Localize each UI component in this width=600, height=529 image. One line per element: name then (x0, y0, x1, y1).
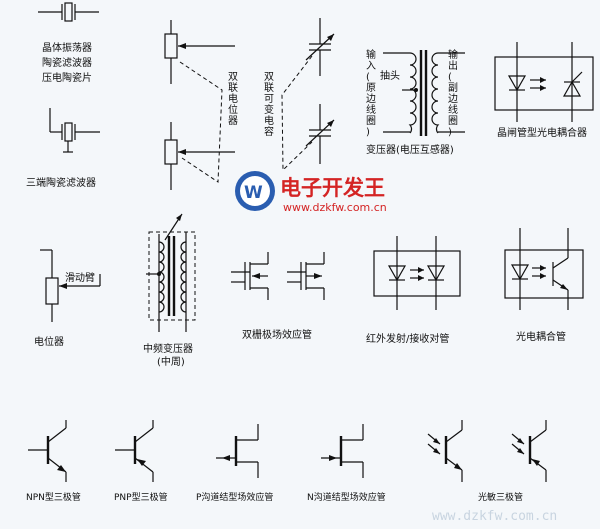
transformer-input-label: 输 入 ( 原 边 线 圈 ) (366, 48, 379, 138)
dual-gate-fet-symbol-1 (231, 252, 269, 300)
input-char-8: ) (366, 127, 370, 138)
input-char-6: 线 (366, 103, 376, 116)
dual-cap-char-4: 变 (264, 103, 274, 116)
dual-pot-char-4: 位 (228, 103, 238, 116)
p-jfet-symbol (216, 424, 259, 478)
thyristor-coupler-symbol (494, 42, 594, 122)
if-transformer-label-2: (中周) (157, 355, 185, 368)
if-transformer-label-1: 中频变压器 (143, 342, 193, 355)
phototransistor-label: 光敏三极管 (478, 491, 523, 503)
dual-pot-label: 双 联 电 位 器 (228, 71, 241, 127)
dual-cap-label: 双 联 可 变 电 容 (264, 71, 277, 138)
output-char-1: 输 (448, 48, 458, 61)
dual-potentiometer-symbol (164, 20, 235, 190)
input-char-5: 边 (366, 93, 376, 105)
p-jfet-label: P沟道结型场效应管 (196, 491, 273, 503)
output-char-7: 圈 (448, 115, 458, 127)
transformer-tap-label: 抽头 (380, 69, 400, 82)
wiper-label: 滑动臂 (65, 271, 95, 284)
dual-cap-char-6: 容 (264, 125, 274, 138)
dual-gate-fet-symbol-2 (287, 252, 325, 300)
dual-cap-char-5: 电 (264, 114, 274, 127)
n-jfet-label: N沟道结型场效应管 (307, 491, 386, 503)
dual-cap-char-1: 双 (264, 71, 274, 83)
output-char-3: ( (448, 72, 452, 83)
ir-pair-label: 红外发射/接收对管 (366, 332, 449, 345)
n-jfet-symbol (321, 424, 364, 478)
input-char-7: 圈 (366, 115, 376, 127)
transformer-label: 变压器(电压互感器) (366, 143, 454, 156)
dual-pot-char-1: 双 (228, 71, 238, 83)
dual-capacitor-symbol (281, 18, 335, 172)
crystal-label-2: 陶瓷滤波器 (42, 56, 92, 69)
phototransistor-symbol-1 (427, 420, 463, 482)
dual-cap-char-2: 联 (264, 82, 274, 94)
npn-transistor-symbol (28, 420, 67, 482)
potentiometer-symbol (40, 249, 101, 322)
dual-cap-char-3: 可 (264, 94, 274, 105)
dual-pot-char-5: 器 (228, 115, 238, 127)
pnp-transistor-symbol (115, 420, 154, 482)
photo-coupler-label: 光电耦合管 (516, 330, 566, 343)
crystal-label-1: 晶体振荡器 (42, 41, 92, 54)
dual-pot-char-2: 联 (228, 82, 238, 94)
watermark-logo: W 电子开发王 www.dzkfw.com.cn (235, 171, 387, 214)
svg-text:W: W (244, 183, 263, 203)
three-terminal-filter-label: 三端陶瓷滤波器 (26, 176, 96, 189)
potentiometer-label: 电位器 (34, 335, 64, 348)
bottom-watermark-url: www.dzkfw.com.cn (432, 509, 557, 524)
ir-pair-symbol (373, 236, 461, 310)
phototransistor-symbol-2 (511, 420, 547, 482)
watermark-url: www.dzkfw.com.cn (283, 201, 387, 214)
output-char-5: 边 (448, 93, 458, 105)
thyristor-coupler-label: 晶闸管型光电耦合器 (497, 126, 587, 139)
pnp-label: PNP型三极管 (114, 491, 168, 503)
output-char-8: ) (448, 127, 452, 138)
dual-gate-fet-label: 双栅极场效应管 (242, 328, 312, 341)
transformer-output-label: 输 出 ( 副 边 线 圈 ) (448, 48, 461, 138)
dual-pot-char-3: 电 (228, 92, 238, 105)
photo-coupler-symbol (504, 228, 584, 310)
transformer-symbol (383, 50, 465, 136)
output-char-2: 出 (448, 59, 458, 72)
npn-label: NPN型三极管 (26, 491, 81, 503)
input-char-2: 入 (366, 61, 376, 72)
three-terminal-filter-symbol (49, 108, 100, 153)
input-char-1: 输 (366, 48, 376, 61)
output-char-4: 副 (448, 82, 458, 94)
crystal-label-3: 压电陶瓷片 (42, 71, 92, 84)
output-char-6: 线 (448, 103, 458, 116)
input-char-4: 原 (366, 82, 376, 94)
input-char-3: ( (366, 72, 370, 83)
crystal-symbol (38, 2, 99, 22)
if-transformer-symbol (146, 213, 196, 332)
watermark-title: 电子开发王 (280, 176, 385, 200)
